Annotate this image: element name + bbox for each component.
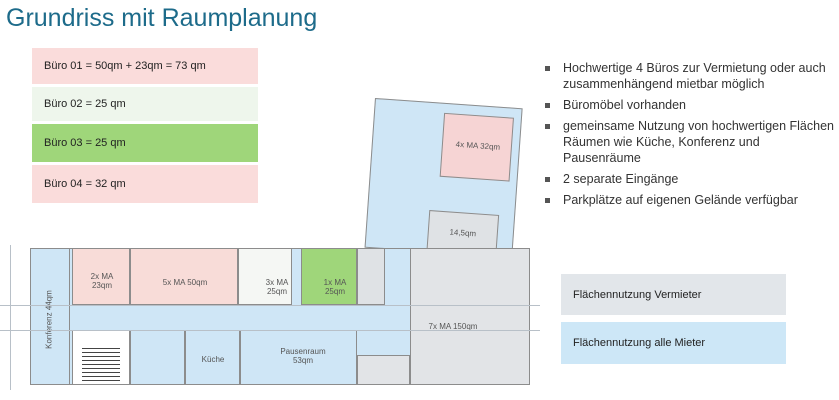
konferenz-label: Konferenz 44qm (44, 290, 54, 349)
bullet-item: 2 separate Eingänge (545, 171, 835, 187)
room-2x-ma (72, 248, 130, 305)
room-3x-label: 3x MA 25qm (265, 278, 289, 296)
legend-buero-04: Büro 04 = 32 qm (32, 165, 258, 203)
room-wc (130, 330, 185, 385)
bullet-item: Parkplätze auf eigenen Gelände verfügbar (545, 192, 835, 208)
legend-buero-02: Büro 02 = 25 qm (32, 87, 258, 121)
room-pausenraum (240, 330, 357, 385)
legend-buero-03: Büro 03 = 25 qm (32, 124, 258, 162)
room-7x-ma (410, 248, 530, 385)
room-3x-ma (238, 248, 292, 305)
room-kitchen (185, 330, 240, 385)
legend-buero-01: Büro 01 = 50qm + 23qm = 73 qm (32, 48, 258, 84)
feature-list: Hochwertige 4 Büros zur Vermietung oder … (545, 60, 835, 213)
stairs-icon (82, 345, 120, 381)
room-1x-ma (301, 248, 357, 305)
bullet-item: gemeinsame Nutzung von hochwertigen Fläc… (545, 118, 835, 166)
room-gray-lower (357, 355, 410, 385)
bullet-item: Büromöbel vorhanden (545, 97, 835, 113)
room-1x-label: 1x MA 25qm (323, 278, 347, 296)
page-title: Grundriss mit Raumplanung (6, 4, 318, 32)
kitchen-label: Küche (201, 355, 225, 364)
usage-landlord: Flächennutzung Vermieter (561, 274, 786, 315)
room-5x-label: 5x MA 50qm (162, 278, 208, 287)
room-2x-label: 2x MA 23qm (90, 272, 114, 290)
room-storage (357, 248, 385, 305)
tower-wing: 4x MA 32qm 14,5qm (364, 98, 523, 260)
usage-all-tenants: Flächennutzung alle Mieter (561, 322, 786, 364)
bullet-item: Hochwertige 4 Büros zur Vermietung oder … (545, 60, 835, 92)
room-5x-ma (130, 248, 238, 305)
room-7x-label: 7x MA 150qm (428, 322, 478, 331)
pausenraum-label: Pausenraum 53qm (280, 347, 326, 365)
room-konferenz (30, 248, 70, 385)
